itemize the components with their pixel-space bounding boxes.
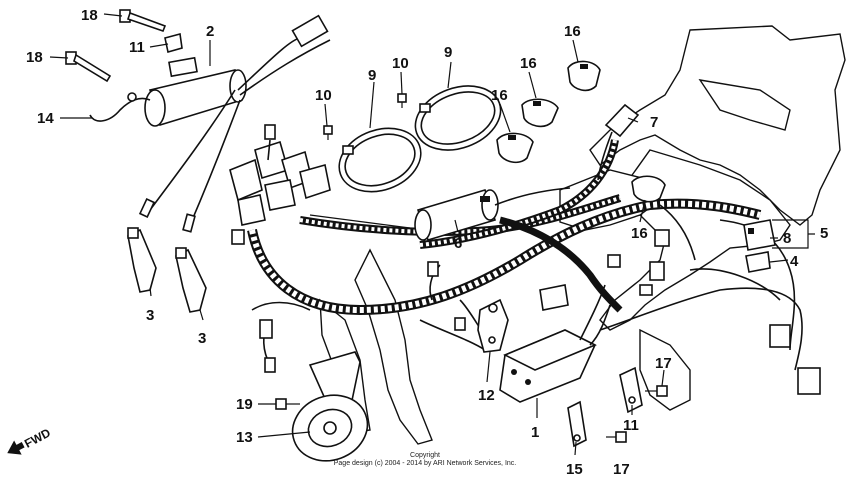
callout-16-right: 16 — [631, 225, 648, 242]
callout-numbers: 18 18 11 2 14 10 10 9 9 16 16 16 7 6 16 … — [26, 7, 828, 478]
callout-10-right: 10 — [392, 55, 409, 72]
callout-4: 4 — [790, 253, 799, 270]
callout-17-lower: 17 — [613, 461, 630, 478]
callout-16-mid: 16 — [520, 55, 537, 72]
horn-13 — [291, 351, 369, 462]
band-9-left — [338, 127, 422, 193]
callout-7: 7 — [650, 114, 658, 131]
callout-10-left: 10 — [315, 87, 332, 104]
clamp-16-top — [567, 60, 601, 92]
callout-15: 15 — [566, 461, 583, 478]
callout-3-right: 3 — [198, 330, 206, 347]
plug-cap-3-left — [127, 227, 157, 293]
bracket-12 — [477, 298, 509, 353]
connector-cluster — [229, 124, 331, 245]
clamp-16-low — [496, 132, 534, 164]
band-9-right — [414, 85, 502, 151]
callout-5: 5 — [820, 225, 828, 242]
callout-18-left: 18 — [26, 49, 43, 66]
bolt-18-left — [65, 51, 112, 83]
bracket-15 — [567, 400, 587, 448]
clamp-16-right — [631, 175, 666, 203]
relay-8 — [743, 219, 776, 251]
bolt-17-lower — [606, 431, 627, 443]
callout-3-left: 3 — [146, 307, 154, 324]
plug-cap-3-right — [175, 247, 207, 313]
relay-holder-4 — [745, 251, 771, 273]
bolt-18-top — [119, 9, 167, 33]
callout-13: 13 — [236, 429, 253, 446]
callout-6: 6 — [454, 235, 462, 252]
copyright-line-1: Copyright — [410, 452, 440, 459]
callout-11-lower: 11 — [623, 417, 639, 434]
callout-19: 19 — [236, 396, 253, 413]
fwd-arrow-icon — [7, 440, 25, 455]
callout-12: 12 — [478, 387, 495, 404]
cdi-unit — [499, 284, 611, 403]
bolt-19 — [275, 398, 300, 410]
callout-8: 8 — [783, 230, 791, 247]
callout-16-low: 16 — [491, 87, 508, 104]
callout-16-top: 16 — [564, 23, 581, 40]
callout-17-upper: 17 — [655, 355, 672, 372]
harness-connectors — [259, 229, 821, 395]
bracket-11-lower — [619, 366, 643, 414]
callout-18-top: 18 — [81, 7, 98, 24]
ignition-coil-upper — [89, 14, 331, 233]
clamp-16-mid — [521, 98, 559, 128]
bracket-5 — [772, 219, 815, 249]
leader-lines — [49, 13, 789, 456]
connector-7 — [597, 103, 640, 181]
screw-10-right — [397, 93, 407, 108]
copyright-line-2: Page design (c) 2004 - 2014 by ARI Netwo… — [333, 460, 517, 467]
main-harness — [247, 139, 803, 371]
callout-2: 2 — [206, 23, 214, 40]
callout-11-upper: 11 — [129, 39, 145, 56]
fwd-label: FWD — [22, 425, 53, 450]
callout-14: 14 — [37, 110, 54, 127]
ignition-coil-center — [414, 187, 571, 241]
screw-10-left — [323, 125, 333, 140]
callout-9-left: 9 — [368, 67, 376, 84]
callout-9-right: 9 — [444, 44, 452, 61]
callout-1: 1 — [531, 424, 539, 441]
